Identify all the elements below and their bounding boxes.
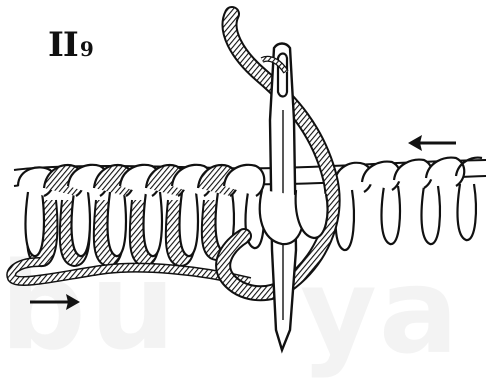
arrow-right-icon (30, 294, 80, 310)
lower-loops (27, 200, 232, 266)
figure-label-main: II (48, 25, 78, 65)
white-loop (180, 192, 198, 256)
figure-label-subscript: 9 (80, 37, 94, 61)
white-loop (72, 192, 90, 256)
rope-coils (18, 158, 482, 196)
white-loop (26, 192, 44, 256)
white-loop (382, 186, 400, 244)
white-loop (422, 186, 440, 244)
white-loop (144, 192, 162, 256)
white-loop (458, 184, 476, 240)
white-loops (26, 184, 476, 256)
white-loop (108, 192, 126, 256)
arrow-left-icon (408, 135, 456, 151)
